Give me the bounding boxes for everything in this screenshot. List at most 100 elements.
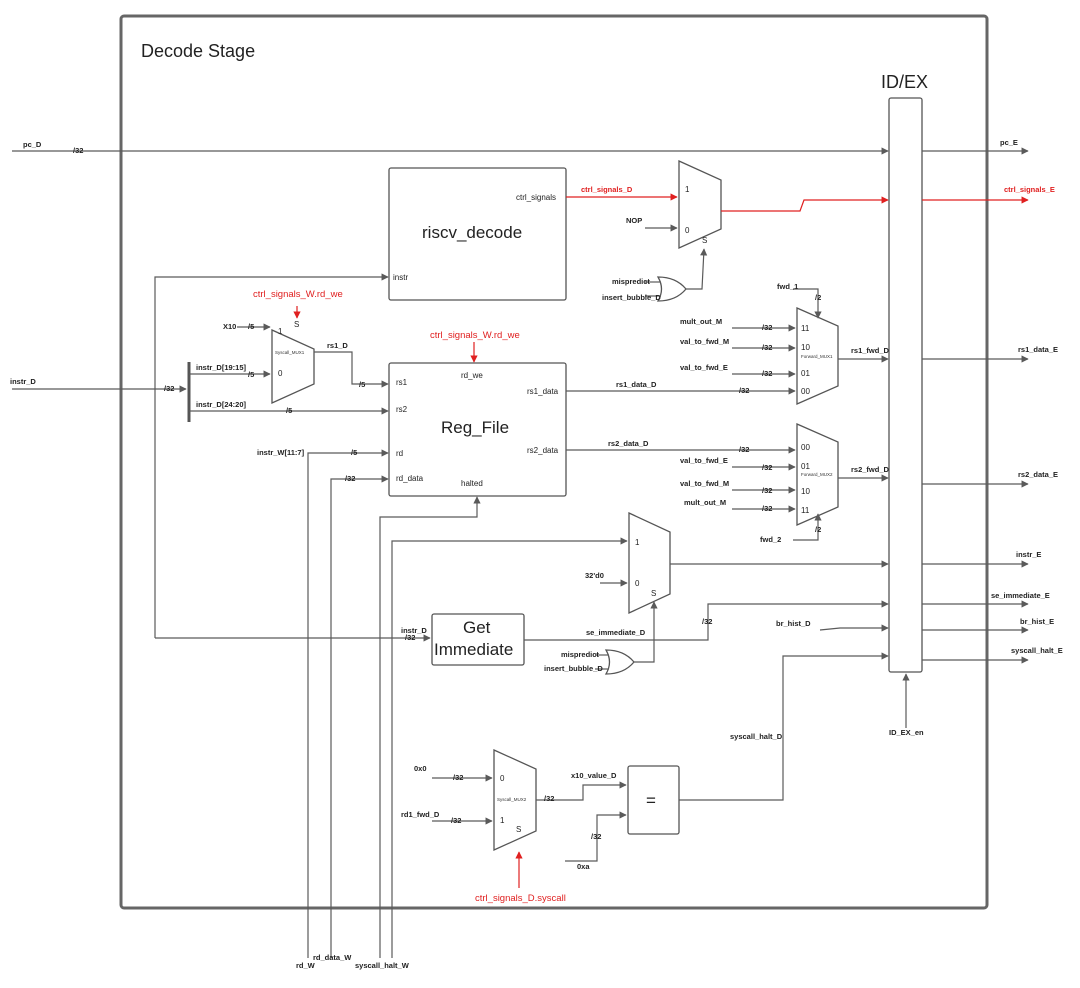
pc-e-label: pc_E bbox=[1000, 138, 1018, 147]
instr-mux-in1: 1 bbox=[635, 538, 640, 547]
ctrl-signals-e-label: ctrl_signals_E bbox=[1004, 185, 1055, 194]
fwd-mux1-p10: 10 bbox=[801, 343, 810, 352]
ctrl-mux bbox=[678, 159, 722, 250]
rf-rs1-data-port: rs1_data bbox=[527, 387, 559, 396]
instr-d-label: instr_D bbox=[10, 377, 36, 386]
syscall-mux1 bbox=[271, 328, 315, 405]
mispredict-1-label: mispredict bbox=[612, 277, 650, 286]
syscall-halt-e-label: syscall_halt_E bbox=[1011, 646, 1063, 655]
syscall-mux1-sel: S bbox=[294, 320, 299, 329]
se-immediate-d-wire bbox=[524, 600, 889, 641]
decode-instr-port: instr bbox=[393, 273, 408, 282]
fm2c-width: /32 bbox=[762, 486, 772, 495]
nop-label: NOP bbox=[626, 216, 642, 225]
fwd-mux2-p10: 10 bbox=[801, 487, 810, 496]
se-immediate-e-label: se_immediate_E bbox=[991, 591, 1050, 600]
rd-w-wire bbox=[307, 449, 389, 958]
br-hist-d-label: br_hist_D bbox=[776, 619, 811, 628]
syscall-mux2-name: Syscall_MUX2 bbox=[497, 797, 527, 802]
fm1b-width: /32 bbox=[762, 343, 772, 352]
se-width: /32 bbox=[702, 617, 712, 626]
se-immediate-d-label: se_immediate_D bbox=[586, 628, 646, 637]
fm1c-width: /32 bbox=[762, 369, 772, 378]
riscv-decode-block bbox=[388, 167, 567, 301]
insert-bubble-2-label: insert_bubble_D bbox=[544, 664, 603, 673]
syscall-halt-w-label: syscall_halt_W bbox=[355, 961, 410, 970]
hexa-width: /32 bbox=[591, 832, 601, 841]
x10-value-label: x10_value_D bbox=[571, 771, 617, 780]
fwd-mux1-p00: 00 bbox=[801, 387, 810, 396]
gi-in-width: /32 bbox=[405, 633, 415, 642]
fwd-1-label: fwd_1 bbox=[777, 282, 798, 291]
rf-rs2-port: rs2 bbox=[396, 405, 408, 414]
br-hist-d-wire bbox=[819, 624, 889, 632]
instr-to-mux-wire bbox=[391, 537, 628, 958]
stage-frame bbox=[119, 14, 989, 910]
idex-label: ID/EX bbox=[881, 72, 928, 92]
rs2-fwd-d-label: rs2_fwd_D bbox=[851, 465, 890, 474]
instr-24-20-label: instr_D[24:20] bbox=[196, 400, 247, 409]
x10-value-wire bbox=[536, 781, 627, 801]
or1-out-wire bbox=[686, 248, 708, 290]
mult-out-m-1-label: mult_out_M bbox=[680, 317, 722, 326]
id-ex-en-label: ID_EX_en bbox=[889, 728, 924, 737]
rd1-width: /32 bbox=[451, 816, 461, 825]
rs2-data-d-label: rs2_data_D bbox=[608, 439, 649, 448]
val-fwd-m-1-label: val_to_fwd_M bbox=[680, 337, 729, 346]
syscall-mux2-sel: S bbox=[516, 825, 521, 834]
syscall-mux2-in1: 1 bbox=[500, 816, 505, 825]
forward-mux1 bbox=[796, 307, 839, 405]
x10-width: /5 bbox=[248, 322, 254, 331]
ctrl-mux-sel: S bbox=[702, 236, 707, 245]
syscall-mux2 bbox=[493, 748, 537, 852]
fwd1-width: /2 bbox=[815, 293, 821, 302]
rd-w-label: rd_W bbox=[296, 961, 316, 970]
rf-rd-port: rd bbox=[396, 449, 403, 458]
rf-rs2-data-port: rs2_data bbox=[527, 446, 559, 455]
ctrl-signals-d-label: ctrl_signals_D bbox=[581, 185, 633, 194]
fm1d-width: /32 bbox=[739, 386, 749, 395]
rs1-d-wire bbox=[314, 351, 389, 388]
fwd-mux2-name: Forward_MUX2 bbox=[801, 472, 833, 477]
fwd-2-label: fwd_2 bbox=[760, 535, 781, 544]
i1915-width: /5 bbox=[248, 370, 254, 379]
idex-register bbox=[888, 97, 923, 673]
syscall-mux2-in0: 0 bbox=[500, 774, 505, 783]
getimm-line2: Immediate bbox=[434, 640, 513, 659]
hexa-label: 0xa bbox=[577, 862, 590, 871]
fwd-mux1-p11: 11 bbox=[801, 324, 810, 333]
rs2-data-e-label: rs2_data_E bbox=[1018, 470, 1058, 479]
rf-rd-we-port: rd_we bbox=[461, 371, 483, 380]
zero32-label: 32'd0 bbox=[585, 571, 604, 580]
stage-title: Decode Stage bbox=[141, 41, 255, 61]
instr-to-decode-wire bbox=[154, 273, 389, 638]
fm2b-width: /32 bbox=[762, 463, 772, 472]
rd-data-w-wire bbox=[330, 475, 389, 958]
syscall-mux1-name: Syscall_MUX1 bbox=[275, 350, 305, 355]
syscall-halt-d-label: syscall_halt_D bbox=[730, 732, 783, 741]
val-fwd-m-2-label: val_to_fwd_M bbox=[680, 479, 729, 488]
rf-halted-port: halted bbox=[461, 479, 483, 488]
x10v-width: /32 bbox=[544, 794, 554, 803]
fwd-1-wire bbox=[793, 288, 822, 319]
i2420-width: /5 bbox=[286, 406, 292, 415]
or2-out-wire bbox=[634, 601, 658, 663]
ctrl-w-rd-we-2-label: ctrl_signals_W.rd_we bbox=[430, 330, 520, 341]
fwd-mux1-p01: 01 bbox=[801, 369, 810, 378]
instr-width: /32 bbox=[164, 384, 174, 393]
fm2a-width: /32 bbox=[739, 445, 749, 454]
ctrl-w-rd-we-1-label: ctrl_signals_W.rd_we bbox=[253, 289, 343, 300]
syscall-halt-d-wire bbox=[679, 652, 889, 801]
hexa-wire bbox=[565, 811, 627, 862]
instr-mux-in0: 0 bbox=[635, 579, 640, 588]
mispredict-2-label: mispredict bbox=[561, 650, 599, 659]
instr-mux-sel: S bbox=[651, 589, 656, 598]
hex0-width: /32 bbox=[453, 773, 463, 782]
insert-bubble-1-label: insert_bubble_D bbox=[602, 293, 661, 302]
riscv-decode-label: riscv_decode bbox=[422, 223, 522, 242]
fwd-mux2-p11: 11 bbox=[801, 506, 810, 515]
rs1-data-d-label: rs1_data_D bbox=[616, 380, 657, 389]
fwd-mux2-p01: 01 bbox=[801, 462, 810, 471]
ctrl-mux-in0: 0 bbox=[685, 226, 690, 235]
rf-rd-data-port: rd_data bbox=[396, 474, 424, 483]
